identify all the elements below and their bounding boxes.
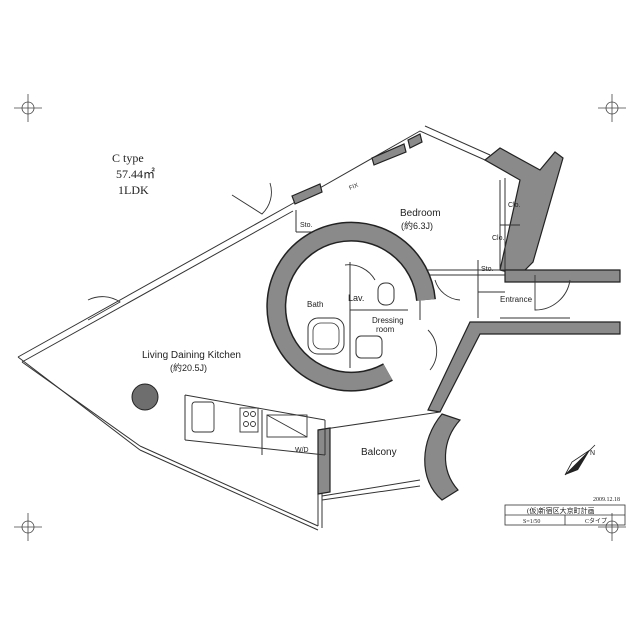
room-balcony: Balcony: [361, 447, 397, 458]
washer-icon: [266, 414, 308, 438]
toilet-icon: [377, 282, 395, 306]
titleblock: [504, 504, 626, 526]
crop-mark-top-left-icon: [14, 94, 42, 122]
window-fix: FIX: [348, 183, 359, 192]
room-entrance: Entrance: [500, 295, 533, 304]
kitchen-counter: [191, 401, 308, 438]
room-clo-2: Clo.: [492, 235, 505, 242]
room-wd: W/D: [295, 447, 309, 454]
titleblock-plan-type: Cタイプ: [585, 517, 607, 525]
room-dressing-2: room: [376, 325, 395, 334]
room-ldk: Living Daining Kitchen: [142, 350, 241, 361]
bathtub-icon: [307, 317, 345, 355]
titleblock-project: (仮)新宿区大京町計画: [527, 506, 595, 515]
crop-mark-bottom-right-icon: [598, 513, 626, 541]
unit-area: 57.44㎡: [116, 167, 155, 181]
door-swing-hall-icon: [434, 279, 461, 301]
room-bedroom: Bedroom: [400, 208, 441, 219]
unit-type: C type: [112, 151, 144, 165]
door-swing-dressing-icon: [427, 329, 438, 371]
door-swing-ldk-icon: [87, 296, 121, 321]
circular-core: [266, 221, 436, 392]
room-bath: Bath: [307, 300, 323, 309]
room-dressing: Dressing: [372, 316, 404, 325]
room-clo-1: Clo.: [508, 202, 521, 209]
door-swing-bedroom-icon: [231, 182, 272, 215]
titleblock-scale: S=1/50: [523, 519, 540, 525]
interior-partitions: [184, 178, 570, 456]
registration-marks: [14, 94, 626, 541]
titleblock-date: 2009.12.18: [593, 497, 620, 503]
door-swings: [87, 182, 571, 371]
compass-north-label: N: [590, 450, 595, 457]
crop-mark-top-right-icon: [598, 94, 626, 122]
room-bedroom-size: (約6.3J): [401, 220, 433, 231]
door-swing-entrance-icon: [534, 275, 571, 311]
dining-table: [131, 383, 159, 411]
crop-mark-bottom-left-icon: [14, 513, 42, 541]
room-ldk-size: (約20.5J): [170, 362, 207, 373]
compass-icon: [564, 444, 596, 476]
stove-icon: [239, 407, 259, 433]
room-sto-bedroom: Sto.: [300, 222, 313, 229]
sink-icon: [191, 401, 215, 433]
structural-walls: [291, 133, 621, 501]
unit-layout: 1LDK: [118, 183, 149, 197]
exterior-walls: [17, 125, 491, 531]
door-swing-lav-icon: [344, 264, 376, 281]
washbasin-icon: [355, 335, 383, 359]
room-sto-hall: Sto.: [481, 266, 494, 273]
room-lav: Lav.: [348, 293, 364, 303]
